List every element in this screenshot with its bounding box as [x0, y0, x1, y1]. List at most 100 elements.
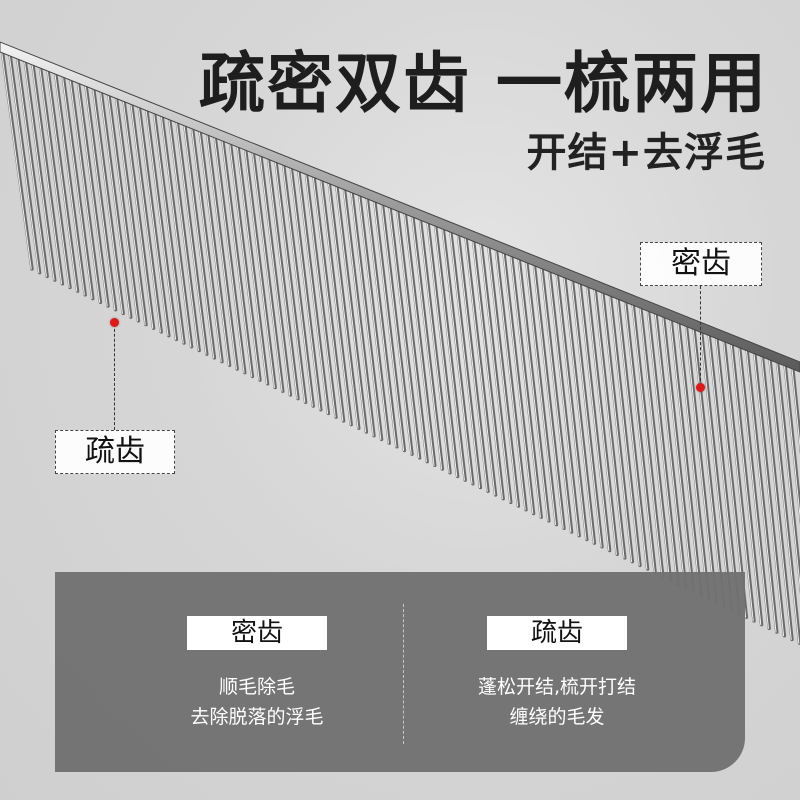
comb-tooth-highlight: [532, 261, 564, 529]
comb-tooth-highlight: [137, 103, 169, 337]
comb-tooth-highlight: [623, 297, 655, 574]
comb-tooth-highlight: [289, 163, 321, 411]
comb-tooth: [699, 326, 733, 612]
comb-tooth: [585, 281, 619, 556]
comb-tooth-highlight: [730, 340, 762, 626]
comb-tooth: [106, 89, 141, 323]
comb-tooth-highlight: [152, 109, 184, 344]
comb-tooth: [327, 177, 361, 430]
comb-tooth: [213, 132, 247, 375]
comb-tooth: [243, 144, 277, 390]
comb-tooth-highlight: [266, 154, 298, 400]
comb-tooth: [235, 141, 270, 386]
comb-tooth: [463, 232, 498, 497]
comb-tooth: [197, 126, 232, 368]
comb-tooth: [190, 123, 224, 364]
comb-tooth-highlight: [281, 160, 313, 407]
comb-tooth: [555, 269, 589, 542]
comb-tooth: [433, 220, 467, 482]
comb-tooth-highlight: [441, 224, 473, 485]
comb-tooth: [631, 299, 665, 579]
comb-tooth: [752, 348, 787, 638]
comb-tooth-highlight: [578, 279, 610, 552]
comb-tooth: [114, 92, 148, 327]
comb-tooth: [600, 287, 635, 564]
comb-tooth: [494, 244, 528, 512]
comb-tooth-highlight: [661, 312, 693, 592]
dense-feature-tag: 密齿: [187, 616, 327, 650]
comb-tooth-highlight: [15, 54, 47, 277]
comb-tooth: [623, 296, 657, 575]
comb-tooth: [669, 314, 703, 597]
comb-tooth-highlight: [775, 358, 800, 591]
comb-tooth: [334, 180, 369, 434]
comb-tooth: [509, 250, 543, 519]
comb-tooth-highlight: [236, 142, 268, 385]
comb-tooth: [608, 290, 642, 568]
comb-tooth: [0, 47, 34, 271]
comb-tooth-highlight: [8, 51, 40, 274]
comb-tooth-highlight: [114, 93, 146, 326]
comb-tooth-highlight: [365, 194, 397, 448]
comb-tooth: [790, 363, 800, 455]
comb-tooth: [760, 351, 794, 642]
comb-tooth-highlight: [616, 294, 648, 570]
comb-tooth: [220, 135, 255, 379]
comb-tooth: [266, 153, 300, 401]
comb-tooth-highlight: [418, 215, 450, 474]
comb-tooth: [737, 341, 771, 631]
comb-tooth: [99, 86, 133, 319]
comb-tooth-highlight: [593, 285, 625, 559]
comb-tooth-highlight: [129, 99, 161, 333]
sparse-teeth-callout: 疏齿: [55, 430, 175, 474]
comb-tooth: [304, 168, 338, 419]
comb-tooth-highlight: [525, 258, 557, 526]
comb-tooth: [38, 62, 72, 290]
comb-tooth-highlight: [433, 221, 465, 481]
comb-tooth-highlight: [327, 179, 359, 429]
comb-tooth-highlight: [84, 81, 116, 311]
comb-tooth-highlight: [669, 315, 701, 596]
comb-tooth: [722, 335, 756, 623]
comb-tooth-highlight: [768, 355, 800, 644]
comb-tooth-highlight: [175, 118, 207, 355]
comb-tooth: [403, 208, 437, 468]
comb-tooth-highlight: [791, 364, 800, 451]
comb-tooth-highlight: [107, 90, 139, 322]
comb-tooth-highlight: [563, 273, 595, 544]
comb-tooth: [129, 98, 163, 334]
comb-tooth-highlight: [456, 230, 488, 492]
dense-feature-line2: 去除脱落的浮毛: [190, 706, 324, 728]
comb-tooth: [159, 110, 194, 349]
comb-tooth: [691, 323, 726, 608]
comb-tooth-highlight: [38, 63, 70, 288]
comb-tooth: [570, 275, 604, 549]
comb-tooth: [471, 235, 505, 501]
comb-tooth: [547, 265, 581, 538]
comb-tooth: [615, 293, 650, 571]
comb-tooth-highlight: [601, 288, 633, 563]
comb-tooth-highlight: [639, 303, 671, 581]
comb-tooth-highlight: [608, 291, 640, 566]
comb-tooth: [68, 74, 103, 305]
comb-tooth: [441, 223, 475, 486]
comb-tooth: [593, 284, 627, 560]
comb-tooth-highlight: [403, 209, 435, 466]
comb-tooth-highlight: [388, 203, 420, 459]
comb-tooth-highlight: [160, 112, 192, 348]
comb-tooth-highlight: [76, 78, 108, 307]
comb-tooth-highlight: [502, 248, 534, 515]
comb-tooth: [539, 262, 574, 534]
comb-tooth-highlight: [585, 282, 617, 555]
comb-tooth-highlight: [715, 334, 747, 618]
comb-tooth: [121, 95, 156, 330]
comb-tooth-highlight: [570, 276, 602, 548]
comb-tooth: [289, 162, 323, 412]
comb-tooth: [707, 329, 741, 616]
comb-tooth-highlight: [745, 346, 777, 633]
comb-tooth-highlight: [350, 188, 382, 440]
comb-tooth: [684, 320, 718, 605]
comb-tooth-highlight: [783, 361, 800, 521]
comb-tooth-highlight: [631, 300, 663, 577]
